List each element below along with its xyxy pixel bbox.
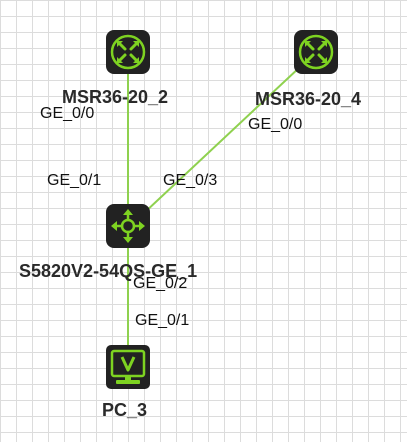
port-label-router4-ge00: GE_0/0 [248,116,303,133]
link-router4-switch[interactable] [127,51,317,229]
port-label-switch-ge01: GE_0/1 [47,172,102,189]
device-label-router-2: MSR36-20_2 [62,87,169,107]
switch-icon [106,204,150,248]
device-label-router-4: MSR36-20_4 [255,89,362,109]
switch-s5820v2[interactable] [106,204,150,248]
router-icon [294,30,338,74]
port-label-switch-ge03: GE_0/3 [163,172,218,189]
router-icon [106,30,150,74]
router-msr36-20-2[interactable] [106,30,150,74]
port-label-pc-ge01: GE_0/1 [135,312,190,329]
port-label-router2-ge00: GE_0/0 [40,105,95,122]
router-msr36-20-4[interactable] [294,30,338,74]
pc-3[interactable] [106,345,150,389]
port-label-switch-ge02: GE_0/2 [133,275,188,292]
device-label-pc-3: PC_3 [102,400,148,420]
device-label-switch-1: S5820V2-54QS-GE_1 [19,261,198,281]
pc-icon [106,345,150,389]
